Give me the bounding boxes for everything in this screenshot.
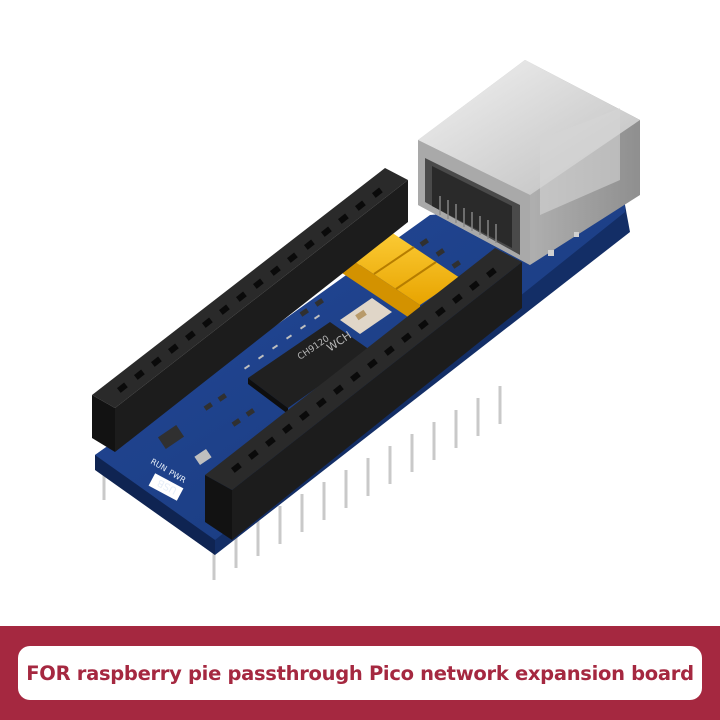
crystal [340, 298, 392, 334]
indicator-parts [548, 232, 579, 256]
product-photo: USB CH9120 WCH [92, 60, 640, 580]
bottom-pins [102, 386, 502, 580]
main-chip: CH9120 WCH [243, 314, 370, 414]
small-components [157, 238, 461, 466]
rj45-jack [418, 60, 640, 265]
caption-box: FOR raspberry pie passthrough Pico netwo… [18, 646, 702, 700]
caption-band: FOR raspberry pie passthrough Pico netwo… [0, 626, 720, 720]
caption-text: FOR raspberry pie passthrough Pico netwo… [26, 661, 694, 685]
left-pin-header [92, 168, 408, 452]
right-pin-header [205, 248, 522, 540]
